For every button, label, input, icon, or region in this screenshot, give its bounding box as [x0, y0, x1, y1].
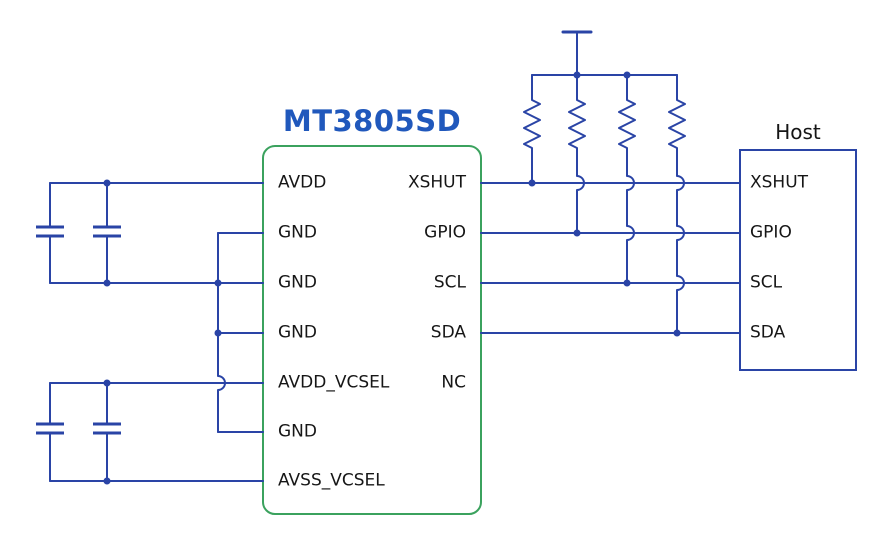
- junction-dot: [623, 71, 631, 79]
- capacitor-plates: [93, 225, 121, 238]
- capacitor-icon: [93, 182, 121, 284]
- chip-title: MT3805SD: [282, 104, 462, 138]
- chip-pin-nc: NC: [441, 372, 466, 393]
- junction-dot: [214, 329, 222, 337]
- junction-dot: [623, 279, 631, 287]
- chip-pin-gnd-4: GND: [278, 421, 317, 442]
- pullup-resistor-icon: [568, 74, 586, 234]
- chip-pin-gnd-2: GND: [278, 272, 317, 293]
- junction-dot: [103, 379, 111, 387]
- host-pin-scl: SCL: [750, 272, 783, 293]
- pullup-resistor-icon: [618, 74, 636, 284]
- host-pin-xshut: XSHUT: [750, 172, 809, 193]
- left-net-wires: [49, 182, 264, 482]
- pullup-resistor-icon: [668, 74, 686, 334]
- junction-dot: [528, 179, 536, 187]
- signal-wires: [480, 182, 741, 334]
- capacitor-icon: [36, 182, 64, 284]
- chip-outline: [262, 145, 482, 515]
- resistor-xshut: [523, 74, 541, 184]
- host-pin-gpio: GPIO: [750, 222, 792, 243]
- junction-dots: [103, 71, 681, 485]
- chip-pin-xshut: XSHUT: [407, 172, 466, 193]
- chip-pin-avdd-vcsel: AVDD_VCSEL: [278, 372, 390, 393]
- chip-pin-avdd: AVDD: [278, 172, 327, 193]
- resistor-sda: [668, 74, 686, 334]
- capacitor-icon: [93, 382, 121, 482]
- junction-dot: [214, 279, 222, 287]
- pullup-resistor-icon: [523, 74, 541, 184]
- junction-dot: [103, 477, 111, 485]
- wire-gnd-bus: [217, 232, 226, 433]
- host-outline: [739, 149, 857, 371]
- chip-pin-gnd-3: GND: [278, 322, 317, 343]
- chip-pin-sda: SDA: [430, 322, 466, 343]
- resistor-gpio: [568, 74, 586, 234]
- capacitor-icon: [36, 382, 64, 482]
- capacitor-plates: [36, 225, 64, 238]
- chip-pin-avss-vcsel: AVSS_VCSEL: [278, 470, 385, 491]
- host-pin-sda: SDA: [750, 322, 786, 343]
- resistor-scl: [618, 74, 636, 284]
- capacitor-plates: [36, 422, 64, 435]
- capacitor-plates: [93, 422, 121, 435]
- junction-dot: [573, 229, 581, 237]
- junction-dot: [103, 279, 111, 287]
- junction-dot: [103, 179, 111, 187]
- chip-pin-gpio: GPIO: [424, 222, 466, 243]
- host-label: Host: [775, 120, 821, 144]
- junction-dot: [573, 71, 581, 79]
- chip-pin-gnd-1: GND: [278, 222, 317, 243]
- chip-pin-scl: SCL: [433, 272, 466, 293]
- power-rail-icon: [531, 30, 678, 76]
- junction-dot: [673, 329, 681, 337]
